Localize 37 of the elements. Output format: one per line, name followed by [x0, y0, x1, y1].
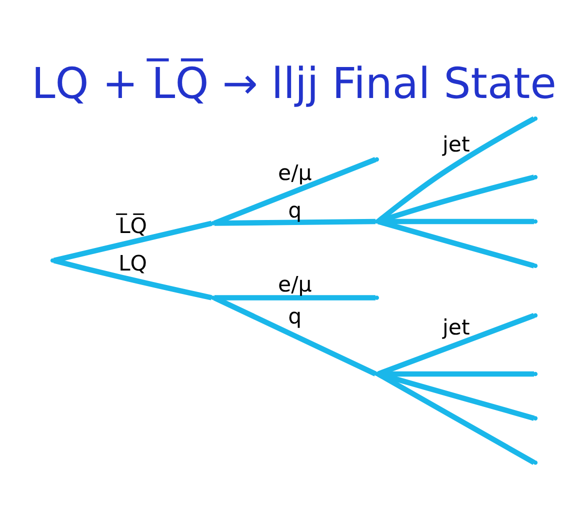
node-point	[533, 371, 538, 376]
connector	[214, 218, 376, 226]
edge-label: e/μ	[278, 160, 312, 186]
node-point	[533, 263, 538, 268]
edge-label: jet	[442, 132, 470, 158]
node-point	[210, 295, 216, 300]
connector	[378, 370, 534, 376]
node-point	[533, 312, 538, 318]
edge-label: jet	[442, 314, 470, 340]
node-point	[374, 156, 379, 162]
edge-label: e/μ	[278, 272, 312, 298]
connector	[213, 156, 376, 226]
node-point	[533, 460, 538, 464]
node-point	[533, 116, 538, 120]
connector	[378, 218, 535, 268]
connector	[53, 220, 212, 263]
edge-label: q	[288, 198, 302, 223]
node-point	[533, 416, 538, 420]
connector	[377, 174, 535, 224]
connector	[214, 294, 376, 300]
edge-label: L̅Q̅	[118, 214, 148, 239]
node-point	[533, 174, 538, 179]
node-point	[374, 218, 379, 224]
edge-label: LQ	[118, 250, 148, 276]
connector	[376, 371, 536, 464]
node-point	[210, 220, 216, 225]
node-point	[374, 371, 379, 376]
connector	[376, 116, 536, 223]
connector	[377, 312, 535, 376]
connector	[378, 370, 535, 420]
connector	[213, 294, 377, 376]
node-point	[50, 258, 55, 262]
diagram-title: LQ + L̅Q̅ → lljj Final State	[32, 60, 556, 109]
node-point	[533, 218, 538, 224]
connector	[378, 218, 534, 224]
node-point	[374, 295, 379, 300]
edge-label: q	[288, 304, 302, 330]
